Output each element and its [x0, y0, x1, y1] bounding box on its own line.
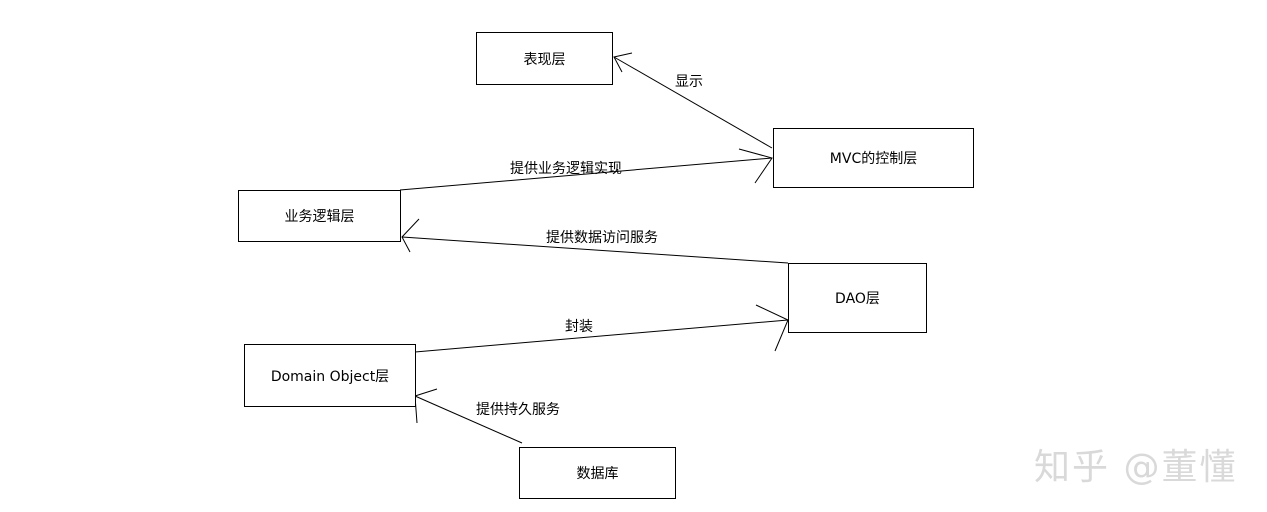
- zhihu-watermark: 知乎 @董懂: [1034, 447, 1238, 488]
- edge-domain-to-dao: [414, 319, 789, 353]
- presentation-layer-box: 表现层: [476, 32, 613, 85]
- arrowhead-display: [613, 52, 633, 73]
- mvc-controller-layer-box: MVC的控制层: [773, 128, 974, 188]
- dao-layer-box: DAO层: [788, 263, 927, 333]
- edge-dao-to-business: [401, 236, 789, 264]
- edge-label-provide-business-logic: 提供业务逻辑实现: [510, 161, 622, 177]
- edge-business-to-mvc: [399, 157, 773, 191]
- domain-object-layer-box: Domain Object层: [244, 344, 416, 407]
- arrowhead-db-to-domain: [414, 388, 438, 424]
- edge-display: [613, 56, 773, 149]
- database-box: 数据库: [519, 447, 676, 499]
- domain-object-layer-label: Domain Object层: [270, 368, 390, 385]
- database-label: 数据库: [576, 466, 619, 482]
- arrowhead-domain-to-dao: [755, 304, 789, 352]
- business-logic-layer-box: 业务逻辑层: [238, 190, 401, 242]
- mvc-controller-layer-label: MVC的控制层: [829, 151, 918, 167]
- edge-label-provide-data-access: 提供数据访问服务: [546, 230, 658, 246]
- dao-layer-label: DAO层: [835, 291, 880, 307]
- edge-label-display: 显示: [675, 74, 703, 90]
- presentation-layer-label: 表现层: [523, 51, 566, 68]
- arrowhead-dao-to-business: [401, 218, 420, 253]
- edge-label-encapsulate: 封装: [565, 319, 593, 335]
- edge-label-provide-persistence: 提供持久服务: [476, 402, 560, 418]
- business-logic-layer-label: 业务逻辑层: [284, 209, 355, 225]
- edge-db-to-domain: [414, 395, 523, 444]
- arrowhead-business-to-mvc: [738, 148, 773, 184]
